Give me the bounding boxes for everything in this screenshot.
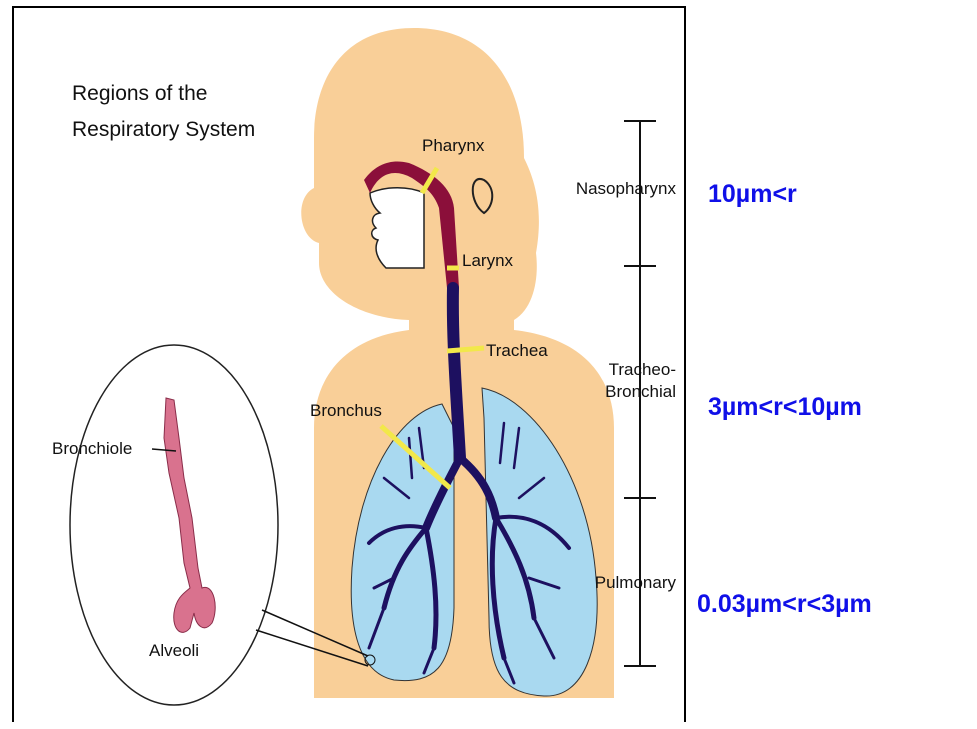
title-line-2: Respiratory System [72, 118, 255, 141]
label-tracheo-line1: Tracheo- [609, 360, 676, 379]
label-larynx: Larynx [462, 251, 514, 270]
label-bronchiole: Bronchiole [52, 439, 132, 458]
label-pulmonary: Pulmonary [595, 573, 677, 592]
trachea-pointer [447, 348, 484, 351]
label-trachea: Trachea [486, 341, 548, 360]
label-nasopharynx: Nasopharynx [576, 179, 677, 198]
size-range-pulmonary: 0.03µm<r<3µm [697, 590, 872, 619]
label-bronchus: Bronchus [310, 401, 382, 420]
label-alveoli: Alveoli [149, 641, 199, 660]
respiratory-diagram: Regions of the Respiratory System Pharyn… [14, 8, 688, 724]
title-line-1: Regions of the [72, 82, 207, 105]
diagram-frame: Regions of the Respiratory System Pharyn… [12, 6, 686, 722]
label-pharynx: Pharynx [422, 136, 485, 155]
label-tracheo-line2: Bronchial [605, 382, 676, 401]
size-range-tracheo-bronchial: 3µm<r<10µm [708, 393, 862, 422]
size-range-nasopharynx: 10µm<r [708, 180, 797, 209]
trachea-tube [453, 288, 460, 458]
